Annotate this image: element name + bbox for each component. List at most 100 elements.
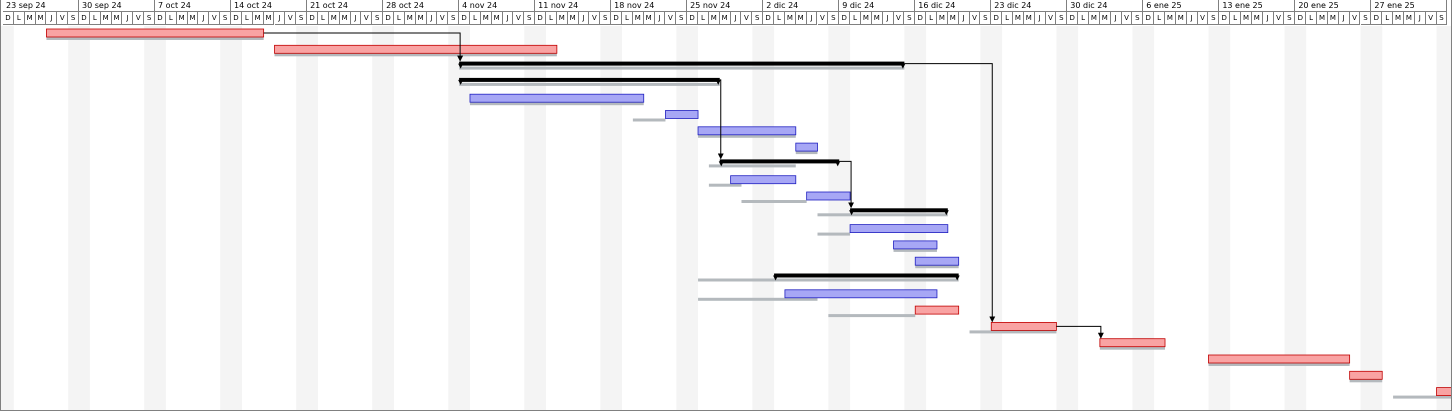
weekend-shade	[1284, 26, 1307, 410]
baseline-bar	[698, 278, 959, 282]
timescale-day-label: M	[1175, 12, 1187, 25]
timescale-week-label: 21 oct 24	[307, 0, 384, 12]
baseline-bar	[46, 37, 264, 40]
timescale-day-label: V	[1273, 12, 1285, 25]
weekend-shade	[752, 26, 775, 410]
gantt-bars-area	[1, 26, 1451, 410]
timescale-day-label: D	[1143, 12, 1155, 25]
dependency-link	[263, 32, 464, 62]
timescale-day-label: M	[1327, 12, 1339, 25]
timescale-day-label: D	[991, 12, 1003, 25]
timescale-day-label: L	[1078, 12, 1089, 25]
baseline-bar	[828, 314, 916, 318]
weekend-shade	[676, 26, 699, 410]
baseline-bar	[274, 53, 557, 57]
summary-end-cap	[954, 275, 960, 281]
task-bar	[46, 28, 265, 38]
timescale-day-label: L	[1306, 12, 1318, 25]
timescale-day-label: M	[187, 12, 199, 25]
timescale-day-label: L	[698, 12, 709, 25]
timescale-day-label: V	[741, 12, 753, 25]
timescale-day-label: M	[1317, 12, 1328, 25]
timescale-day-label: M	[263, 12, 275, 25]
timescale-day-label: D	[459, 12, 470, 25]
timescale-day-label: M	[415, 12, 427, 25]
timescale-week-label: 6 ene 25	[1143, 0, 1220, 12]
timescale-day-label: J	[122, 12, 134, 25]
timescale-day-label: D	[3, 12, 14, 25]
weekend-shade	[524, 26, 546, 410]
timescale-day-label: L	[1382, 12, 1394, 25]
task-bar	[806, 191, 851, 201]
timescale-day-label: L	[1002, 12, 1013, 25]
timescale-day-label: L	[926, 12, 937, 25]
task-bar	[795, 142, 818, 152]
timescale-day-label: M	[947, 12, 959, 25]
task-bar	[1099, 338, 1166, 348]
timescale-day-label: S	[524, 12, 536, 25]
baseline-bar	[1393, 395, 1451, 399]
baseline-bar	[1349, 379, 1383, 383]
weekend-shade	[1208, 26, 1231, 410]
timescale-day-label: J	[350, 12, 362, 25]
timescale-day-label: D	[155, 12, 166, 25]
timescale-day-label: V	[285, 12, 297, 25]
timescale-day-label: S	[448, 12, 460, 25]
timescale-week-label: 23 dic 24	[991, 0, 1068, 12]
timescale-week-label: 30 dic 24	[1067, 0, 1144, 12]
baseline-bar	[459, 82, 720, 86]
timescale-day-label: J	[654, 12, 666, 25]
timescale-day-label: S	[752, 12, 764, 25]
timescale-week-label: 27 ene 25	[1371, 0, 1448, 12]
timescale-day-label: M	[111, 12, 123, 25]
task-bar	[990, 321, 1057, 331]
timescale-day-label: J	[198, 12, 210, 25]
timescale-day-label: S	[600, 12, 612, 25]
timescale-day-label: M	[784, 12, 796, 25]
timescale-day-label: D	[1371, 12, 1383, 25]
timescale-day-label: V	[361, 12, 373, 25]
weekend-shade	[372, 26, 394, 410]
timescale-day-label: J	[958, 12, 970, 25]
task-bar	[893, 240, 938, 250]
task-bar	[274, 44, 558, 54]
timescale-day-label: D	[763, 12, 775, 25]
task-bar	[730, 175, 797, 185]
baseline-bar	[708, 183, 742, 187]
timescale-week-label: 18 nov 24	[611, 0, 688, 12]
baseline-bar	[915, 265, 959, 269]
timescale-day-label: V	[817, 12, 829, 25]
task-bar	[914, 256, 960, 266]
timescale-day-label: M	[1023, 12, 1035, 25]
timescale-day-label: S	[1056, 12, 1068, 25]
task-bar	[784, 289, 938, 299]
timescale-day-label: M	[1165, 12, 1176, 25]
timescale-day-label: D	[535, 12, 546, 25]
timescale-day-label: S	[828, 12, 840, 25]
timescale-day-label: V	[1121, 12, 1133, 25]
timescale-day-label: L	[546, 12, 557, 25]
baseline-bar	[469, 102, 644, 106]
summary-end-cap	[943, 210, 949, 216]
timescale-day-label: M	[35, 12, 47, 25]
summary-bar	[774, 273, 959, 278]
baseline-bar	[817, 213, 948, 217]
weekend-shade	[1, 26, 14, 410]
weekend-shade	[1056, 26, 1079, 410]
timescale-day-label: L	[850, 12, 861, 25]
timescale-day-label: V	[209, 12, 221, 25]
timescale-day-label: L	[1230, 12, 1242, 25]
timescale-day-label: J	[1186, 12, 1198, 25]
timescale-day-label: V	[1197, 12, 1209, 25]
timescale-day-label: J	[1262, 12, 1274, 25]
timescale-day-label: M	[24, 12, 36, 25]
timescale-week-label: 28 oct 24	[383, 0, 460, 12]
timescale-day-label: M	[339, 12, 351, 25]
timescale-day-label: J	[1338, 12, 1350, 25]
timescale-day-label: D	[915, 12, 927, 25]
timescale-day-label: S	[220, 12, 232, 25]
timescale-day-label: J	[274, 12, 286, 25]
timescale-day-label: S	[904, 12, 916, 25]
timescale-day-label: S	[1208, 12, 1220, 25]
